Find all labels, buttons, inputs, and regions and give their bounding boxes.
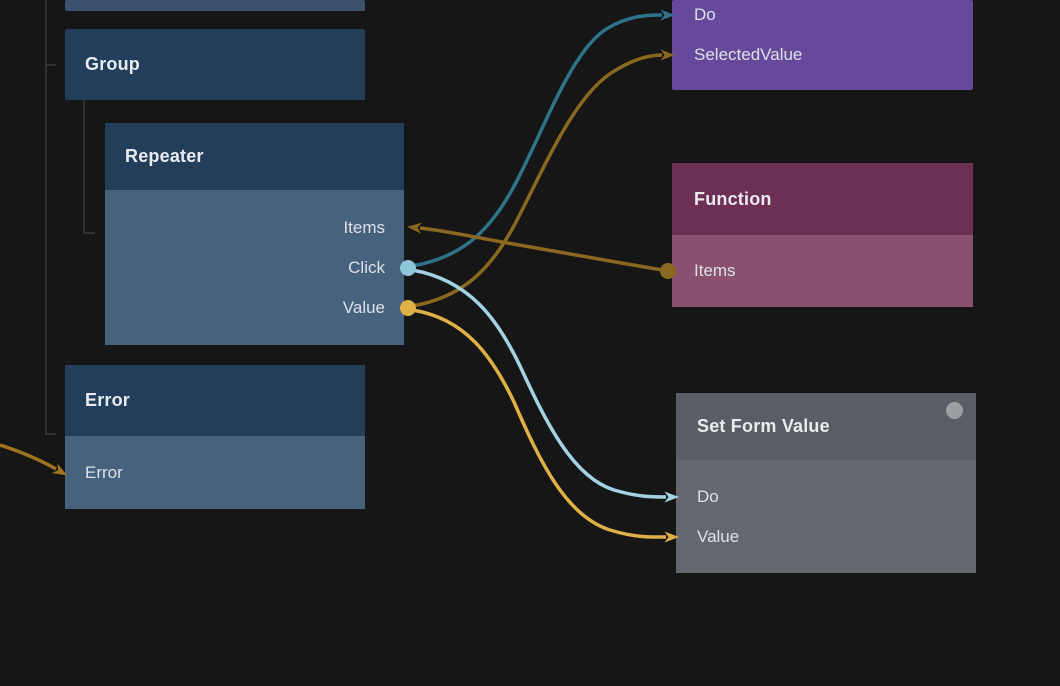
node-purple-component[interactable]: Do SelectedValue <box>672 0 973 90</box>
node-repeater-header[interactable]: Repeater <box>105 123 404 190</box>
node-repeater[interactable]: Repeater Items Click Value <box>105 123 404 345</box>
port-sfv-do[interactable]: Do <box>697 487 719 506</box>
node-group[interactable]: Group <box>65 29 365 100</box>
node-error-title: Error <box>85 390 131 410</box>
port-function-items[interactable]: Items <box>694 261 736 280</box>
node-group-title: Group <box>85 54 140 74</box>
node-function-body: Items <box>672 235 973 307</box>
node-error[interactable]: Error Error <box>65 365 365 509</box>
hierarchy-line-repeater <box>83 100 95 234</box>
port-repeater-items[interactable]: Items <box>343 218 385 237</box>
port-sfv-value[interactable]: Value <box>697 527 740 546</box>
node-set-form-value-body: Do Value <box>676 460 976 573</box>
hierarchy-line-root <box>45 0 56 435</box>
port-repeater-value[interactable]: Value <box>342 298 385 317</box>
node-error-body: Error <box>65 436 365 509</box>
node-clipped-top[interactable] <box>65 0 365 11</box>
status-dot-icon <box>946 402 963 419</box>
node-repeater-title: Repeater <box>125 146 204 166</box>
node-set-form-value-title: Set Form Value <box>697 416 830 436</box>
node-function-title: Function <box>694 188 772 209</box>
node-error-header[interactable]: Error <box>65 365 365 436</box>
node-set-form-value-header[interactable]: Set Form Value <box>676 393 976 460</box>
port-error-error[interactable]: Error <box>85 463 123 482</box>
port-purple-do[interactable]: Do <box>694 5 716 24</box>
node-repeater-body: Items Click Value <box>105 190 404 345</box>
node-function[interactable]: Function Items <box>672 163 973 307</box>
node-set-form-value[interactable]: Set Form Value Do Value <box>676 393 976 573</box>
node-function-header[interactable]: Function <box>672 163 973 235</box>
port-repeater-click[interactable]: Click <box>348 258 385 277</box>
port-purple-selectedvalue[interactable]: SelectedValue <box>694 45 803 64</box>
